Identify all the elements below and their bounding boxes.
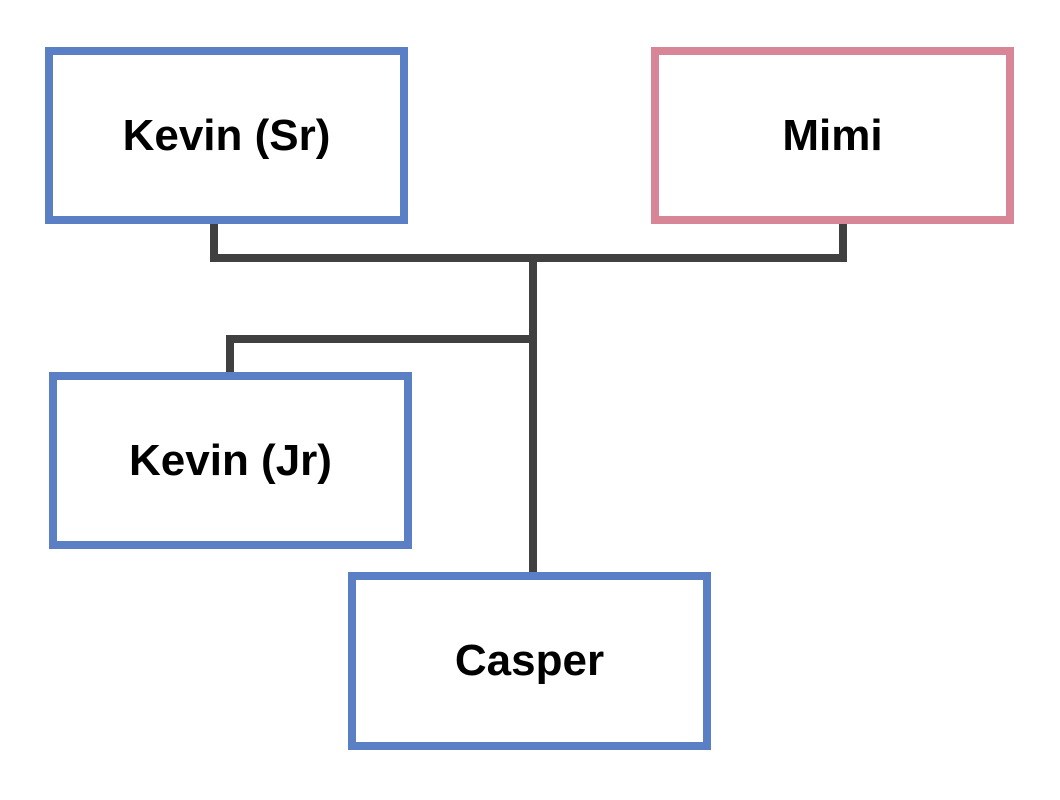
person-name-mimi: Mimi — [782, 110, 883, 160]
partner-connector-line — [210, 220, 847, 262]
person-node-mimi[interactable]: Mimi — [651, 47, 1014, 224]
person-name-kevin-jr: Kevin (Jr) — [129, 435, 332, 485]
person-name-casper: Casper — [454, 636, 605, 685]
person-node-casper[interactable]: Casper — [348, 572, 711, 750]
person-name-kevin-sr: Kevin (Sr) — [122, 110, 331, 160]
child-branch-line-kevin-jr — [226, 335, 537, 376]
person-node-kevin-jr[interactable]: Kevin (Jr) — [49, 372, 412, 549]
person-node-kevin-sr[interactable]: Kevin (Sr) — [45, 47, 408, 224]
